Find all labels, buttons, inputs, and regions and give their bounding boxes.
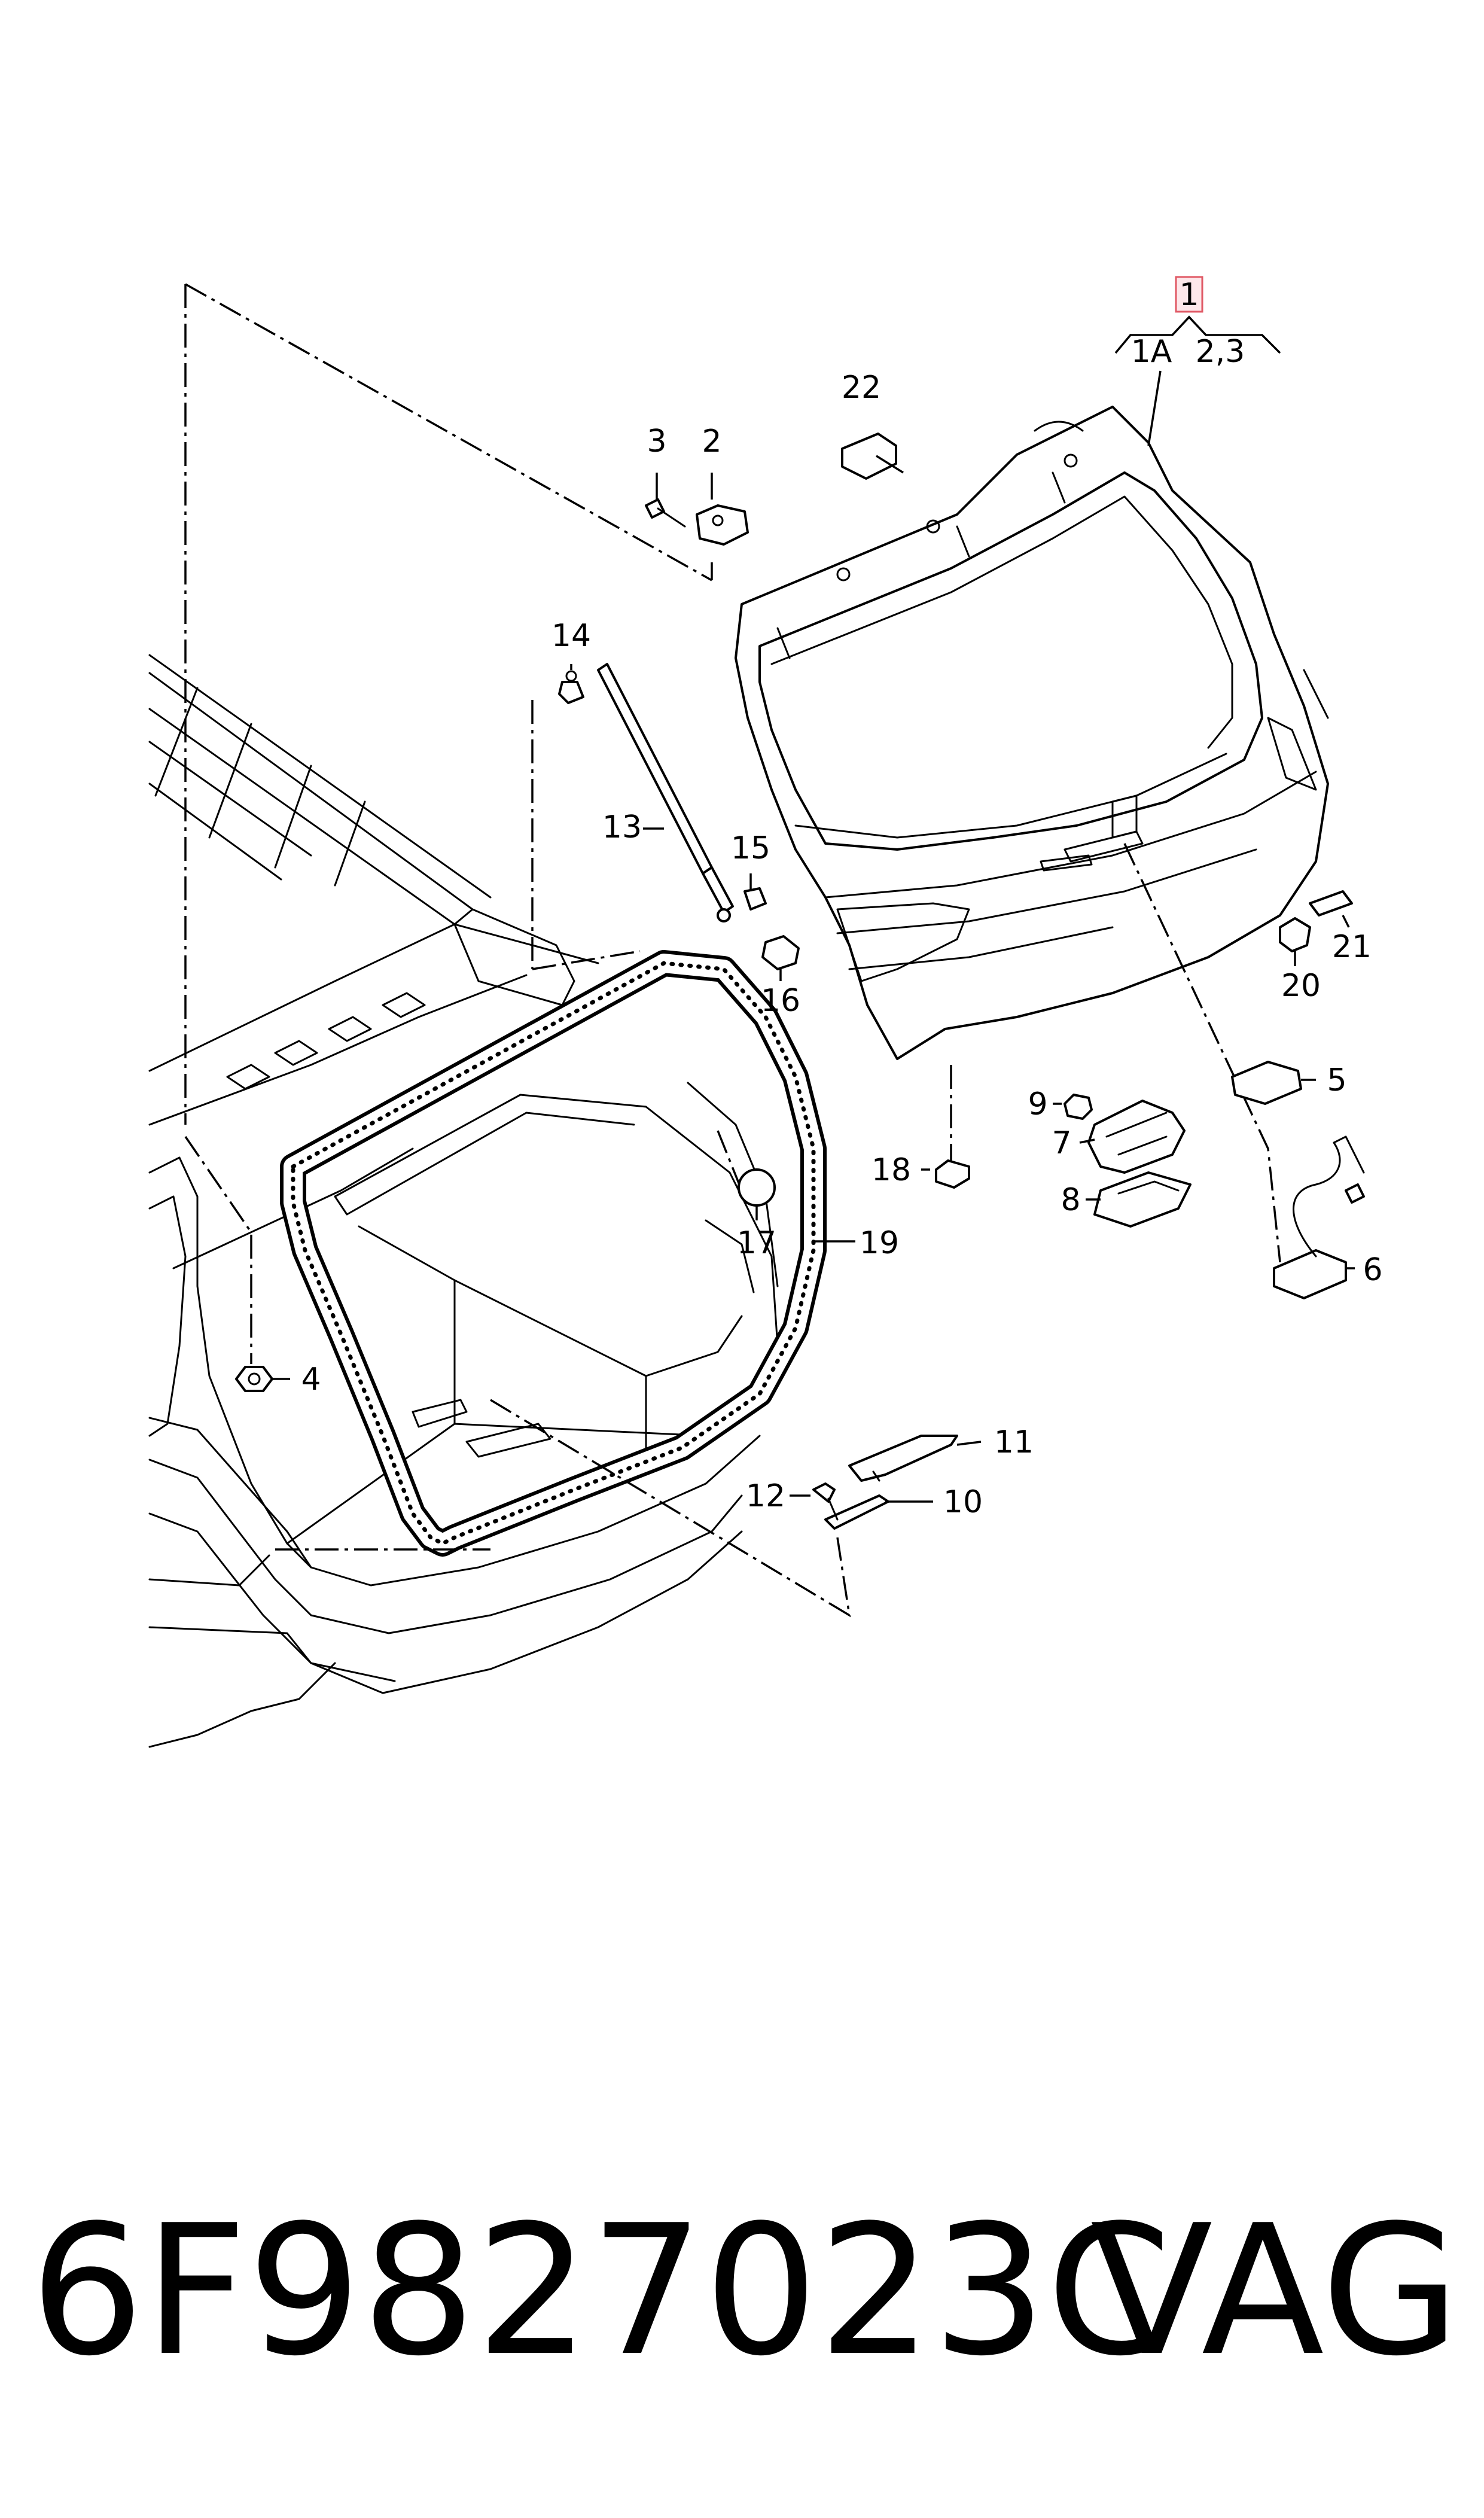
callout-2-3-label: 2,3 xyxy=(1196,334,1245,370)
bolt-part-3 xyxy=(645,498,686,528)
tailgate-seal xyxy=(280,950,827,1557)
switch-part-5 xyxy=(1231,1061,1302,1105)
bump-stop-part-16 xyxy=(761,935,800,970)
tailgate-panel xyxy=(735,406,1329,1060)
screw-part-20 xyxy=(1279,917,1311,952)
bracket-part-11 xyxy=(848,1435,958,1482)
nut-part-9 xyxy=(1064,1094,1093,1120)
label-2: 2 xyxy=(702,424,721,459)
brand-text: VAG xyxy=(1090,2187,1460,2395)
cover-part-8 xyxy=(1093,1171,1192,1228)
label-6: 6 xyxy=(1363,1252,1382,1288)
lock-part-6 xyxy=(1273,1135,1365,1299)
label-8: 8 xyxy=(1061,1182,1080,1218)
label-22: 22 xyxy=(842,370,881,406)
buffer-part-22 xyxy=(841,433,897,480)
label-3: 3 xyxy=(647,424,666,459)
nut-part-4 xyxy=(235,1366,273,1392)
callout-1-label: 1 xyxy=(1179,277,1199,313)
label-5: 5 xyxy=(1327,1062,1346,1098)
block-part-18 xyxy=(935,1159,970,1189)
part-number-text: 6F9827023C xyxy=(30,2187,1172,2395)
label-16: 16 xyxy=(761,983,800,1019)
label-21: 21 xyxy=(1332,929,1372,965)
label-18: 18 xyxy=(871,1152,911,1188)
hinge-part-2 xyxy=(696,504,749,546)
label-7: 7 xyxy=(1052,1125,1071,1161)
label-19: 19 xyxy=(860,1225,899,1261)
label-9: 9 xyxy=(1028,1086,1047,1122)
label-13: 13 xyxy=(602,809,642,845)
gas-strut-part-13 xyxy=(597,663,734,922)
label-4: 4 xyxy=(301,1362,321,1397)
ball-stud-part-14 xyxy=(558,670,584,704)
label-17: 17 xyxy=(737,1225,776,1261)
callout-1-highlight-box xyxy=(1175,276,1203,313)
label-10: 10 xyxy=(943,1484,983,1520)
label-12: 12 xyxy=(746,1478,785,1514)
clip-part-15 xyxy=(743,887,767,911)
label-11: 11 xyxy=(994,1424,1034,1460)
callout-1-group: 1 1A 2,3 xyxy=(1114,276,1281,370)
plate-part-21 xyxy=(1309,890,1353,917)
part-labels: 22 2 3 14 13 15 16 17 19 4 18 20 21 5 6 … xyxy=(301,370,1382,1520)
callout-bracket xyxy=(1114,315,1281,354)
lock-part-7 xyxy=(1087,1100,1186,1174)
leader-lines xyxy=(272,370,1355,1503)
car-body-outline xyxy=(148,654,779,1748)
label-20: 20 xyxy=(1281,968,1321,1004)
plug-part-17 xyxy=(738,1168,776,1207)
screw-part-12 xyxy=(812,1482,839,1521)
assembly-lines xyxy=(184,283,1281,1618)
callout-1a-label: 1A xyxy=(1131,334,1172,370)
label-14: 14 xyxy=(551,618,591,654)
label-15: 15 xyxy=(731,830,770,866)
